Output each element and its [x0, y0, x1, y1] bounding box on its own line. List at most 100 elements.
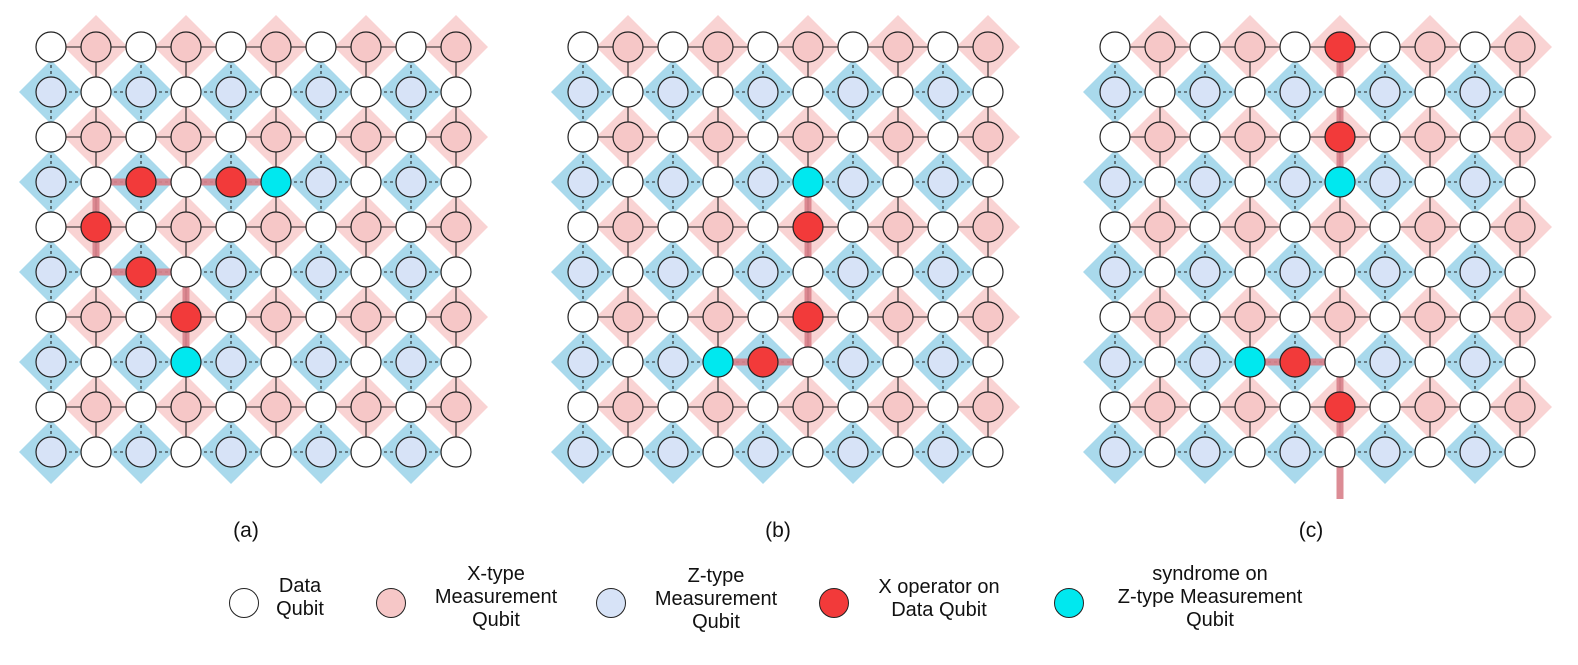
- z-measurement-qubit: [927, 256, 959, 288]
- panel-label-b: (b): [765, 519, 791, 542]
- x-measurement-qubit: [972, 301, 1004, 333]
- data-qubit: [125, 31, 157, 63]
- x-operator-data-qubit: [792, 301, 824, 333]
- data-qubit: [927, 31, 959, 63]
- data-qubit: [1144, 76, 1176, 108]
- legend-x-measurement-label: X-type Measurement Qubit: [434, 563, 558, 631]
- data-qubit: [837, 211, 869, 243]
- data-qubit: [395, 121, 427, 153]
- data-qubit: [1279, 121, 1311, 153]
- x-measurement-qubit: [1324, 211, 1356, 243]
- data-qubit: [747, 301, 779, 333]
- data-qubit: [395, 301, 427, 333]
- data-qubit: [1369, 121, 1401, 153]
- x-measurement-qubit: [170, 121, 202, 153]
- data-qubit: [1459, 211, 1491, 243]
- x-measurement-qubit: [1234, 31, 1266, 63]
- z-measurement-qubit: [305, 256, 337, 288]
- x-measurement-qubit: [1144, 121, 1176, 153]
- data-qubit: [1099, 301, 1131, 333]
- z-measurement-qubit: [395, 436, 427, 468]
- z-measurement-qubit: [1189, 346, 1221, 378]
- data-qubit: [1414, 76, 1446, 108]
- x-measurement-qubit: [882, 391, 914, 423]
- data-qubit: [657, 301, 689, 333]
- x-measurement-qubit: [972, 211, 1004, 243]
- z-measurement-qubit: [1459, 436, 1491, 468]
- data-qubit: [305, 211, 337, 243]
- legend-data-qubit-swatch: [229, 588, 259, 618]
- x-measurement-qubit: [882, 121, 914, 153]
- z-measurement-qubit: [1189, 256, 1221, 288]
- x-measurement-qubit: [612, 31, 644, 63]
- data-qubit: [215, 211, 247, 243]
- z-measurement-qubit: [747, 76, 779, 108]
- data-qubit: [1099, 121, 1131, 153]
- data-qubit: [80, 436, 112, 468]
- z-measurement-qubit: [1369, 436, 1401, 468]
- z-measurement-qubit: [35, 436, 67, 468]
- z-measurement-qubit: [1279, 76, 1311, 108]
- data-qubit: [1279, 391, 1311, 423]
- z-measurement-qubit: [1279, 436, 1311, 468]
- z-measurement-qubit: [305, 76, 337, 108]
- data-qubit: [440, 166, 472, 198]
- data-qubit: [612, 76, 644, 108]
- x-measurement-qubit: [702, 301, 734, 333]
- x-measurement-qubit: [882, 301, 914, 333]
- z-measurement-qubit: [125, 346, 157, 378]
- x-operator-data-qubit: [125, 166, 157, 198]
- z-measurement-qubit: [837, 346, 869, 378]
- x-operator-data-qubit: [1279, 346, 1311, 378]
- x-measurement-qubit: [702, 391, 734, 423]
- z-measurement-qubit: [35, 346, 67, 378]
- x-operator-data-qubit: [215, 166, 247, 198]
- x-measurement-qubit: [1144, 391, 1176, 423]
- z-measurement-qubit: [927, 76, 959, 108]
- z-measurement-qubit: [657, 256, 689, 288]
- data-qubit: [1414, 166, 1446, 198]
- x-measurement-qubit: [612, 121, 644, 153]
- data-qubit: [260, 346, 292, 378]
- data-qubit: [567, 391, 599, 423]
- data-qubit: [1504, 436, 1536, 468]
- data-qubit: [440, 76, 472, 108]
- x-measurement-qubit: [1414, 31, 1446, 63]
- x-measurement-qubit: [1504, 391, 1536, 423]
- syndrome-z-measurement-qubit: [1324, 166, 1356, 198]
- x-measurement-qubit: [972, 391, 1004, 423]
- data-qubit: [1279, 301, 1311, 333]
- x-measurement-qubit: [80, 31, 112, 63]
- x-measurement-qubit: [1234, 121, 1266, 153]
- x-measurement-qubit: [1144, 301, 1176, 333]
- z-measurement-qubit: [1369, 76, 1401, 108]
- legend-x-operator-swatch: [819, 588, 849, 618]
- legend-x-operator: X operator on Data Qubit: [815, 560, 1045, 650]
- legend-syndrome-label: syndrome on Z-type Measurement Qubit: [1117, 563, 1303, 631]
- data-qubit: [1234, 166, 1266, 198]
- z-measurement-qubit: [747, 436, 779, 468]
- data-qubit: [125, 301, 157, 333]
- data-qubit: [972, 436, 1004, 468]
- legend-data-qubit: Data Qubit: [225, 560, 355, 650]
- x-measurement-qubit: [1234, 391, 1266, 423]
- z-measurement-qubit: [927, 346, 959, 378]
- x-measurement-qubit: [1414, 301, 1446, 333]
- data-qubit: [1234, 436, 1266, 468]
- data-qubit: [350, 436, 382, 468]
- x-measurement-qubit: [702, 121, 734, 153]
- data-qubit: [927, 211, 959, 243]
- data-qubit: [1324, 76, 1356, 108]
- x-measurement-qubit: [80, 121, 112, 153]
- x-operator-data-qubit: [1324, 31, 1356, 63]
- data-qubit: [1189, 211, 1221, 243]
- data-qubit: [170, 76, 202, 108]
- x-measurement-qubit: [1144, 211, 1176, 243]
- x-measurement-qubit: [792, 121, 824, 153]
- z-measurement-qubit: [567, 76, 599, 108]
- z-measurement-qubit: [567, 346, 599, 378]
- z-measurement-qubit: [927, 166, 959, 198]
- x-measurement-qubit: [612, 391, 644, 423]
- data-qubit: [125, 211, 157, 243]
- data-qubit: [972, 256, 1004, 288]
